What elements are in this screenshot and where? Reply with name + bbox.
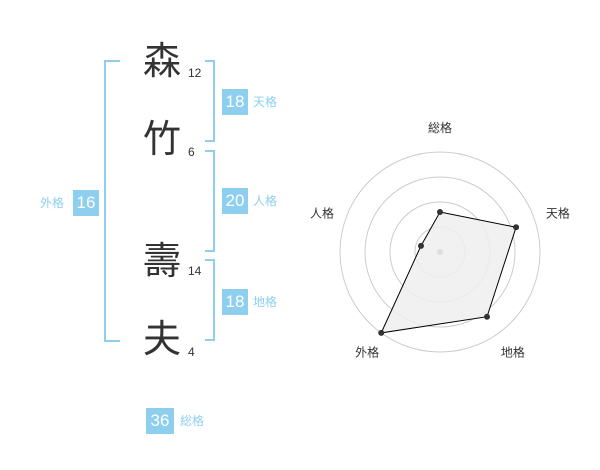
radar-axis-label-4: 外格: [355, 344, 379, 359]
radar-axis-label-5: 人格: [310, 206, 334, 221]
chikaku-bracket: [205, 259, 215, 341]
name-char-2: 竹: [142, 117, 181, 161]
gaikaku-value: 16: [73, 190, 99, 216]
tenkaku-value: 18: [222, 89, 248, 115]
stroke-count-4: 4: [188, 345, 195, 359]
radar-point-3: [484, 313, 491, 320]
jinkaku-label: 人格: [253, 194, 278, 208]
soukaku-value: 36: [146, 408, 174, 434]
radar-data-polygon: [380, 211, 517, 334]
soukaku-label: 総格: [180, 414, 205, 428]
stroke-count-2: 6: [188, 145, 195, 159]
radar-axis-label-2: 天格: [546, 206, 570, 221]
tenkaku-bracket: [205, 60, 215, 142]
radar-point-2: [513, 224, 520, 231]
radar-axis-label-3: 地格: [501, 344, 525, 359]
jinkaku-value: 20: [222, 188, 248, 214]
stroke-count-3: 14: [188, 264, 202, 278]
name-char-3: 壽: [142, 239, 181, 283]
chikaku-value: 18: [222, 289, 248, 315]
radar-point-4: [378, 329, 385, 336]
tenkaku-label: 天格: [253, 95, 278, 109]
name-char-1: 森: [142, 39, 181, 83]
name-char-4: 夫: [142, 317, 181, 361]
radar-center-dot: [437, 249, 443, 255]
radar-point-1: [437, 209, 443, 215]
stroke-count-1: 12: [188, 66, 202, 80]
gaikaku-bracket: [104, 60, 120, 342]
radar-axis-label-1: 総格: [428, 120, 452, 135]
radar-point-5: [417, 242, 424, 249]
chikaku-label: 地格: [253, 295, 278, 309]
jinkaku-bracket: [205, 150, 215, 252]
radar-grid-ring: [364, 176, 516, 328]
gaikaku-label: 外格: [40, 196, 65, 210]
